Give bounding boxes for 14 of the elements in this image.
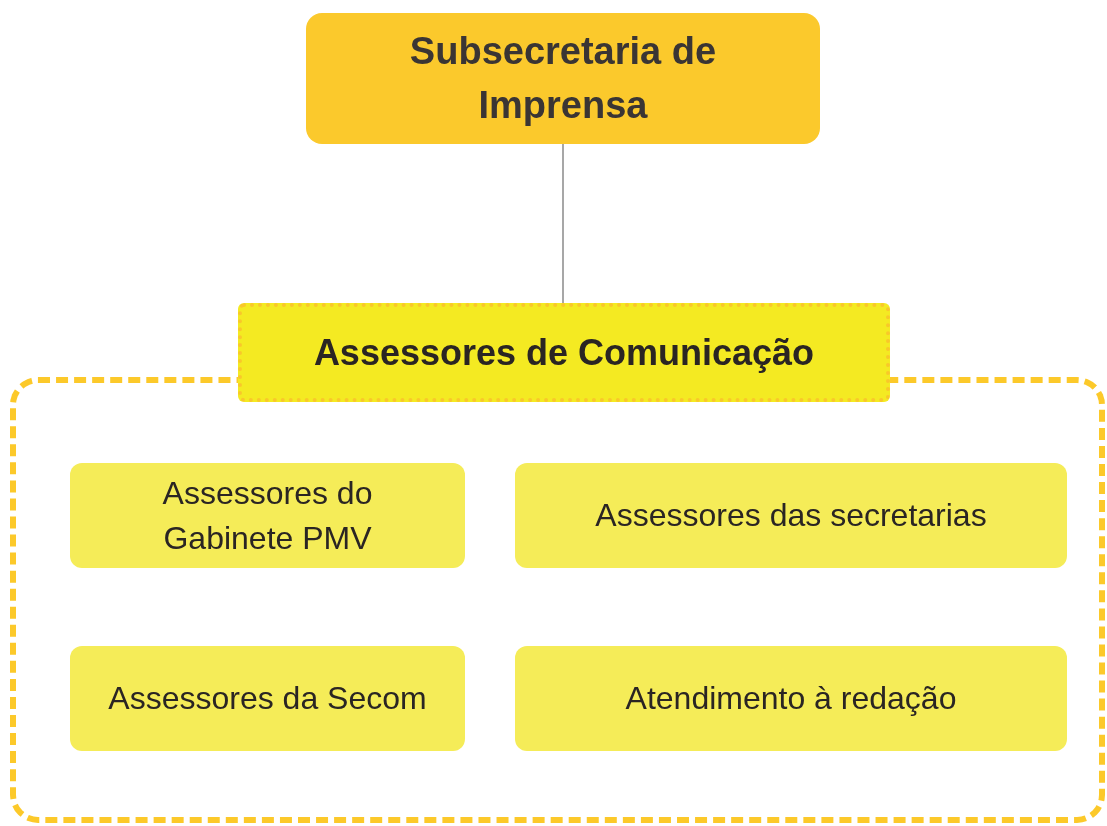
heading-box [238, 303, 890, 402]
node-label: Assessores da Secom [107, 679, 428, 719]
node-label: Atendimento à redação [624, 679, 958, 719]
node-label: Assessores do Gabinete PMV [161, 473, 374, 558]
process-box [70, 463, 465, 568]
node-label: Assessores das secretarias [594, 496, 988, 536]
process-box [306, 13, 820, 144]
node-label: Subsecretaria de Imprensa [408, 29, 718, 128]
process-box [515, 463, 1067, 568]
process-box [515, 646, 1067, 751]
group-container [10, 377, 1105, 823]
node-label: Assessores de Comunicação [313, 330, 815, 375]
process-box [70, 646, 465, 751]
connector-line [562, 143, 564, 304]
